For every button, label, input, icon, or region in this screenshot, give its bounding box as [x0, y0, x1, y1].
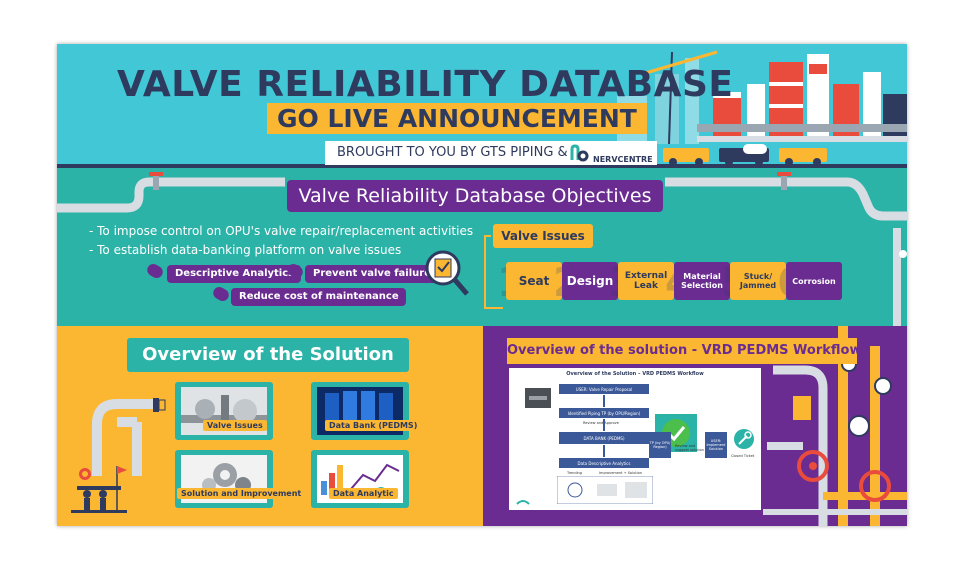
tile-label-data-bank: Data Bank (PEDMS) [325, 420, 422, 431]
note-review-approve: Review and Approve [583, 421, 619, 425]
issue-external-leak: External Leak [618, 262, 674, 300]
note-closed-ticket: Closed Ticket [731, 454, 755, 458]
nervcentre-logo-icon [570, 144, 589, 162]
solution-overview-title: Overview of the Solution [127, 338, 409, 372]
step-user-implement: USER: Implement Solution [705, 432, 727, 458]
objective-pill-descriptive: Descriptive Analytics [167, 265, 302, 283]
step-tp-region: TP (by OPU/ Region) [649, 432, 671, 458]
pipeline-illustration [57, 172, 907, 326]
tile-solution-improvement: Solution and Improvement [175, 450, 306, 508]
page-title: VALVE RELIABILITY DATABASE [117, 64, 734, 105]
gear-icon [82, 471, 88, 477]
step-data-bank: DATA BANK (PEDMS) [559, 432, 649, 444]
partner-name: NERVCENTRE [593, 155, 653, 164]
wrench-icon [734, 429, 754, 449]
solution-overview-panel: Overview of the Solution Valve Issues Da… [57, 326, 483, 526]
workflow-title: Overview of the solution - VRD PEDMS Wor… [507, 338, 862, 364]
issue-corrosion: Corrosion [786, 262, 842, 300]
credits-bar: BROUGHT TO YOU BY GTS PIPING & NERVCENTR… [325, 141, 657, 165]
slide-title: Overview of the Solution – VRD PEDMS Wor… [566, 371, 704, 377]
objectives-title: Valve Reliability Database Objectives [287, 180, 663, 212]
petronas-logo-icon [516, 500, 530, 505]
pipework-illustration [763, 326, 907, 526]
note-review-suggest: Review and suggest solution [675, 444, 704, 452]
step-identified-tp: Identified Piping TP (by OPU/Region) [559, 408, 649, 418]
valve-thumbnail-icon [525, 388, 551, 408]
objective-bullet-1: - To impose control on OPU's valve repai… [89, 224, 474, 238]
credits-text: BROUGHT TO YOU BY GTS PIPING & [337, 145, 568, 160]
tile-valve-issues: Valve Issues [175, 382, 273, 440]
analytics-chart-thumbnail [557, 476, 653, 504]
objective-bullet-2: - To establish data-banking platform on … [89, 243, 402, 257]
workflow-slide-thumbnail: Overview of the Solution – VRD PEDMS Wor… [509, 368, 761, 510]
objectives-section: Valve Reliability Database Objectives - … [57, 168, 907, 326]
announcement-subtitle: GO LIVE ANNOUNCEMENT [267, 103, 647, 134]
tile-label-solution: Solution and Improvement [177, 488, 306, 499]
note-improvement-solution: Improvement + Solution [599, 471, 642, 475]
header-banner: VALVE RELIABILITY DATABASE GO LIVE ANNOU… [57, 44, 907, 168]
tile-label-data-analytic: Data Analytic [329, 488, 398, 499]
valve-issues-heading: Valve Issues [493, 224, 593, 248]
workflow-panel: Overview of the solution - VRD PEDMS Wor… [483, 326, 907, 526]
issue-stuck-jammed: Stuck/ Jammed [730, 262, 786, 300]
note-trending: Trending [567, 471, 582, 475]
tile-label-valve-issues: Valve Issues [203, 420, 267, 431]
step-descriptive-analytics: Data Descriptive Analytics [559, 458, 649, 468]
objective-pill-prevent: Prevent valve failures [305, 265, 444, 283]
issue-design: Design [562, 262, 618, 300]
objective-pill-reduce-cost: Reduce cost of maintenance [231, 288, 406, 306]
tile-data-bank: Data Bank (PEDMS) [311, 382, 422, 440]
tile-data-analytic: Data Analytic [311, 450, 409, 508]
step-user-proposal: USER: Valve Repair Proposal [559, 384, 649, 394]
issue-seat: Seat [506, 262, 562, 300]
announcement-poster: VALVE RELIABILITY DATABASE GO LIVE ANNOU… [57, 44, 907, 526]
issue-material-selection: Material Selection [674, 262, 730, 300]
pipe-illustration [71, 398, 166, 513]
magnifier-checklist-icon [425, 250, 469, 296]
